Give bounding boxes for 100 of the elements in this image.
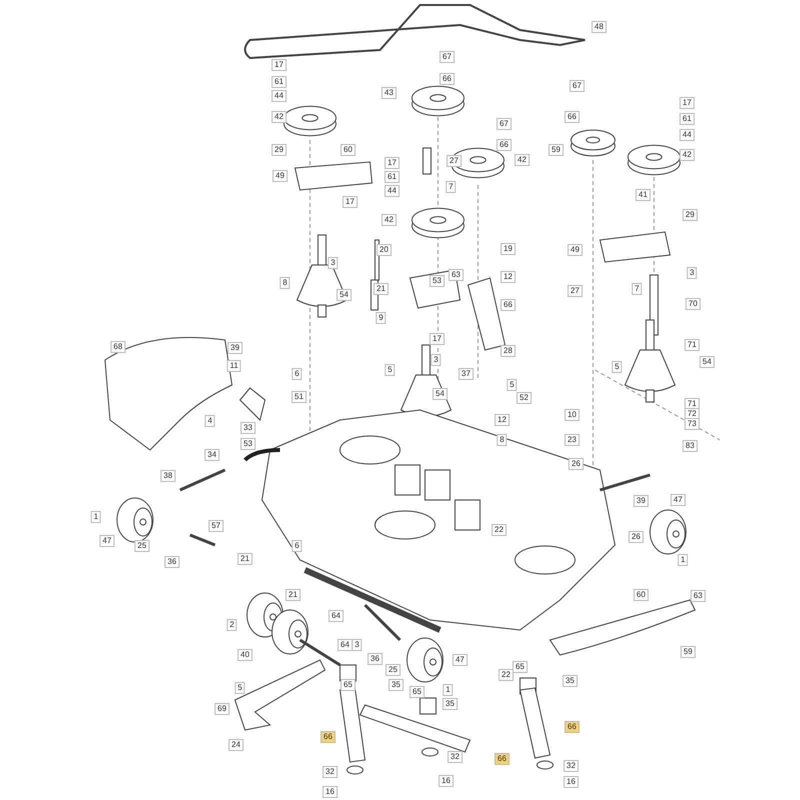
callout-number: 59 bbox=[548, 144, 564, 156]
callout-number: 17 bbox=[342, 196, 358, 208]
callout-number: 12 bbox=[500, 271, 516, 283]
callout-number: 10 bbox=[564, 409, 580, 421]
callout-number: 83 bbox=[682, 440, 698, 452]
callout-number: 17 bbox=[272, 59, 286, 71]
callout-number: 44 bbox=[384, 185, 400, 197]
callout-number: 60 bbox=[634, 589, 648, 601]
callout-number: 60 bbox=[340, 144, 356, 156]
callout-number: 3 bbox=[430, 354, 442, 366]
callout-number: 52 bbox=[516, 392, 532, 404]
callout-number: 3 bbox=[328, 257, 338, 269]
callout-number: 3 bbox=[686, 267, 698, 279]
callout-number: 42 bbox=[680, 149, 694, 161]
callout-number: 25 bbox=[386, 664, 400, 676]
callout-number: 7 bbox=[632, 283, 642, 295]
callout-number: 44 bbox=[680, 129, 694, 141]
callout-number: 65 bbox=[410, 686, 424, 698]
callout-number: 26 bbox=[628, 531, 644, 543]
callout-number: 67 bbox=[570, 80, 584, 92]
callout-number: 53 bbox=[240, 438, 256, 450]
callout-number: 29 bbox=[682, 209, 698, 221]
callout-number: 57 bbox=[208, 520, 224, 532]
callout-number: 12 bbox=[494, 414, 510, 426]
callout-number: 4 bbox=[204, 415, 216, 427]
callout-number: 25 bbox=[134, 540, 150, 552]
callout-number: 8 bbox=[496, 434, 508, 446]
callout-number: 22 bbox=[492, 524, 506, 536]
callout-number: 47 bbox=[670, 494, 686, 506]
callout-number: 6 bbox=[292, 368, 302, 380]
callout-number: 48 bbox=[592, 21, 606, 33]
callout-number: 66 bbox=[320, 731, 336, 743]
callout-number: 63 bbox=[690, 590, 706, 602]
callout-number: 23 bbox=[564, 434, 580, 446]
callout-number: 6 bbox=[292, 540, 302, 552]
callout-number: 26 bbox=[568, 458, 584, 470]
callout-number: 35 bbox=[562, 675, 578, 687]
callout-number: 36 bbox=[368, 653, 382, 665]
callout-number: 49 bbox=[272, 170, 288, 182]
callout-number: 59 bbox=[680, 646, 696, 658]
callout-number: 24 bbox=[228, 739, 244, 751]
callout-number: 21 bbox=[286, 589, 300, 601]
callout-number: 53 bbox=[430, 275, 444, 287]
callout-number: 17 bbox=[384, 157, 400, 169]
callout-number: 22 bbox=[498, 669, 514, 681]
callout-number: 42 bbox=[514, 154, 530, 166]
callout-number: 64 bbox=[328, 610, 344, 622]
callout-number: 54 bbox=[700, 356, 714, 368]
callout-number: 66 bbox=[564, 721, 580, 733]
callout-number: 39 bbox=[634, 495, 648, 507]
callout-number: 7 bbox=[446, 181, 456, 193]
callout-number: 33 bbox=[240, 422, 256, 434]
callout-number: 1 bbox=[678, 554, 688, 566]
callout-number: 70 bbox=[686, 298, 700, 310]
callout-number: 2 bbox=[226, 619, 238, 631]
callout-number: 38 bbox=[160, 470, 176, 482]
callout-number: 16 bbox=[438, 775, 454, 787]
callout-number: 64 bbox=[338, 639, 352, 651]
callout-number: 21 bbox=[374, 283, 388, 295]
callout-number: 49 bbox=[568, 244, 582, 256]
callout-number: 40 bbox=[238, 649, 252, 661]
callout-number: 61 bbox=[680, 113, 694, 125]
callout-number: 68 bbox=[110, 341, 126, 353]
callout-number: 16 bbox=[564, 776, 578, 788]
callout-number: 17 bbox=[680, 97, 694, 109]
callout-number: 54 bbox=[432, 388, 448, 400]
callout-number: 61 bbox=[384, 171, 400, 183]
callout-number: 35 bbox=[442, 698, 458, 710]
callout-number: 5 bbox=[506, 379, 518, 391]
callout-number: 19 bbox=[500, 243, 516, 255]
callout-number: 1 bbox=[442, 684, 454, 696]
callout-number: 65 bbox=[512, 661, 528, 673]
callout-number: 67 bbox=[440, 51, 454, 63]
callout-number: 32 bbox=[448, 751, 462, 763]
callout-number: 32 bbox=[564, 760, 578, 772]
callout-number: 41 bbox=[636, 189, 650, 201]
callout-number: 66 bbox=[564, 111, 580, 123]
callout-number: 47 bbox=[100, 535, 114, 547]
callout-number: 51 bbox=[292, 391, 306, 403]
callout-number: 9 bbox=[376, 312, 386, 324]
callout-number: 8 bbox=[280, 277, 290, 289]
callout-number: 27 bbox=[568, 285, 582, 297]
callout-number: 66 bbox=[494, 753, 510, 765]
callout-number: 17 bbox=[430, 333, 444, 345]
callout-number: 5 bbox=[612, 361, 622, 373]
callout-number: 35 bbox=[388, 679, 404, 691]
callout-number: 66 bbox=[500, 299, 516, 311]
callout-number: 11 bbox=[226, 360, 242, 372]
callout-number: 16 bbox=[322, 786, 338, 798]
callout-number: 5 bbox=[234, 682, 246, 694]
callout-number: 32 bbox=[322, 766, 338, 778]
callout-number: 66 bbox=[440, 73, 454, 85]
callout-number: 1 bbox=[90, 511, 102, 523]
callout-number: 73 bbox=[684, 418, 700, 430]
callout-number: 37 bbox=[458, 368, 474, 380]
callout-number: 65 bbox=[340, 679, 356, 691]
callout-number: 21 bbox=[238, 553, 252, 565]
callout-number: 54 bbox=[336, 289, 352, 301]
callout-number: 71 bbox=[684, 339, 700, 351]
callout-number: 69 bbox=[214, 703, 230, 715]
